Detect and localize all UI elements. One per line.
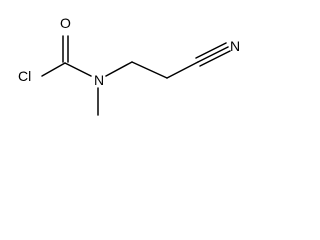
bond-c-cl bbox=[41, 62, 66, 77]
atom-oxygen-label: O bbox=[60, 15, 71, 31]
atom-nitrogen-amide-label: N bbox=[94, 72, 104, 88]
chemical-structure: O Cl N N bbox=[18, 15, 240, 116]
bond-c-n bbox=[64, 62, 92, 77]
bond-ch2-c-nitrile bbox=[166, 61, 199, 79]
bond-nitrile-3 bbox=[199, 50, 231, 67]
atom-chlorine-label: Cl bbox=[18, 68, 31, 84]
atom-nitrogen-nitrile-label: N bbox=[230, 38, 240, 54]
bond-nitrile-2 bbox=[197, 46, 229, 63]
bond-ch2-ch2 bbox=[131, 61, 168, 79]
bond-nitrile-1 bbox=[195, 42, 227, 59]
bond-n-ch2 bbox=[105, 61, 133, 77]
